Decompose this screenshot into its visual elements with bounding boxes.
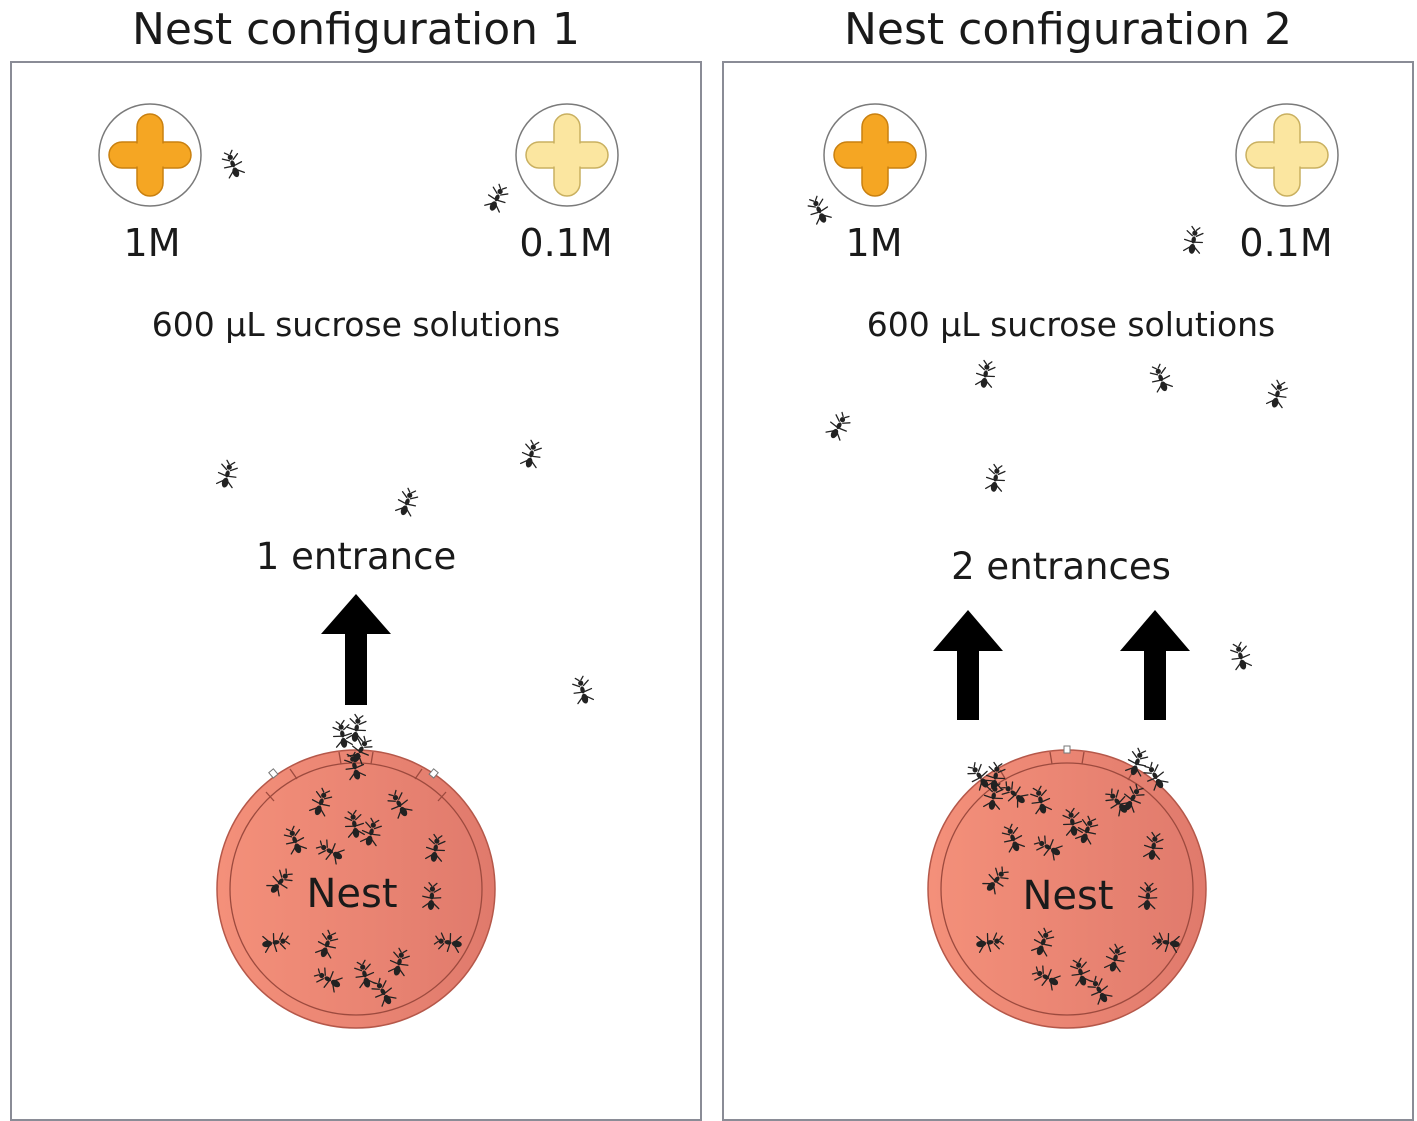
feeder-label-0-1m-2: 0.1M xyxy=(1239,221,1332,265)
feeder-0-1m: 0.1M xyxy=(515,103,619,265)
feeder-label-1m: 1M xyxy=(124,221,181,265)
nest: Nest xyxy=(216,749,496,1029)
ants-outside-2 xyxy=(804,193,1291,794)
nest-label: Nest xyxy=(306,871,397,917)
plus-icon-0-1m xyxy=(525,113,609,197)
feeder-0-1m-2: 0.1M xyxy=(1235,103,1339,265)
solution-label: 600 μL sucrose solutions xyxy=(152,305,561,344)
panel-1: 1M 0.1M 600 μL sucrose solutions 1 entra… xyxy=(98,103,619,1029)
feeder-label-1m-2: 1M xyxy=(846,221,903,265)
feeder-1m-2: 1M xyxy=(823,103,927,265)
panel-2: 1M 0.1M 600 μL sucrose solutions 2 entra… xyxy=(804,103,1339,1029)
feeder-label-0-1m: 0.1M xyxy=(519,221,612,265)
entrance-arrow-left xyxy=(933,610,1003,720)
panel-1-title: Nest configuration 1 xyxy=(132,4,580,55)
nest-2: Nest xyxy=(927,745,1207,1029)
plus-icon-1m-2 xyxy=(833,113,917,197)
plus-icon-1m xyxy=(108,113,192,197)
plus-icon-0-1m-2 xyxy=(1245,113,1329,197)
entrance-label-2: 2 entrances xyxy=(951,545,1171,588)
feeder-1m: 1M xyxy=(98,103,202,265)
panel-2-title: Nest configuration 2 xyxy=(844,4,1292,55)
nest-label-2: Nest xyxy=(1022,873,1113,919)
entrance-arrow-right xyxy=(1120,610,1190,720)
entrance-arrow xyxy=(321,594,391,705)
solution-label-2: 600 μL sucrose solutions xyxy=(867,305,1276,344)
entrance-label: 1 entrance xyxy=(256,535,456,578)
